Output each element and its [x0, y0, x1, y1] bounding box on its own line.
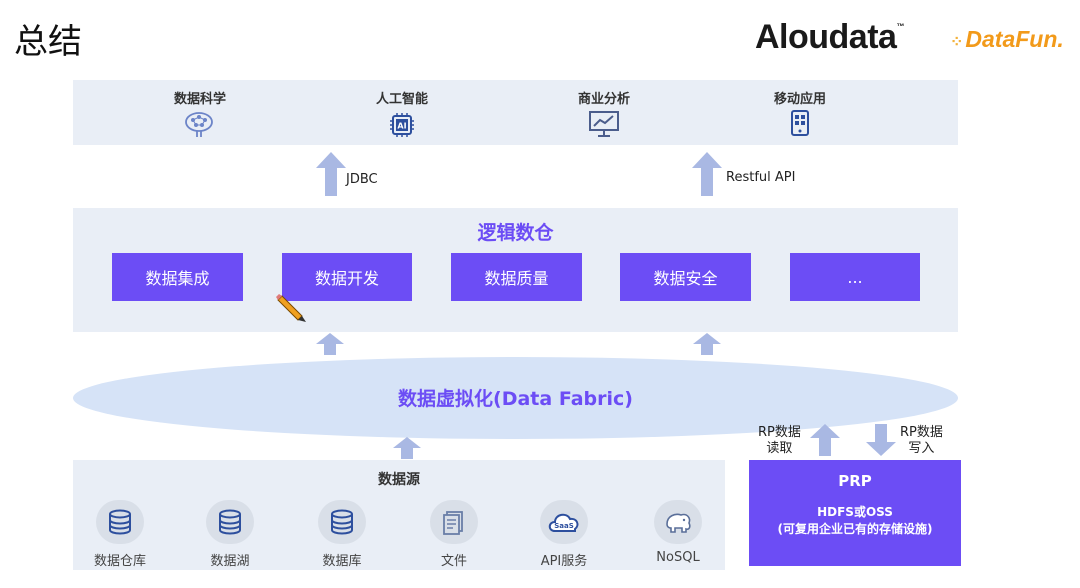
- source-label: 数据湖: [210, 554, 250, 569]
- application-panel: [73, 80, 958, 145]
- datafun-logo-text: DataFun.: [965, 26, 1064, 52]
- pencil-cursor-icon: [276, 294, 306, 322]
- aloudata-tm: ™: [896, 22, 904, 31]
- module-data-security: 数据安全: [620, 253, 751, 301]
- sources-to-fabric-arrow-icon: [393, 437, 421, 459]
- source-label: 文件: [440, 554, 467, 569]
- mobile-app-icon: [791, 110, 809, 136]
- prp-storage-note: (可复用企业已有的存储设施): [777, 522, 933, 536]
- chart-monitor-icon: [589, 111, 619, 137]
- prp-title: PRP: [838, 472, 872, 490]
- data-sources-title: 数据源: [378, 472, 420, 488]
- source-database: 数据库: [302, 500, 382, 569]
- data-fabric-ellipse: [73, 357, 958, 439]
- svg-text:AI: AI: [397, 122, 406, 131]
- app-label-data-science: 数据科学: [173, 92, 226, 107]
- rp-read-line2: 读取: [766, 441, 793, 456]
- brain-network-icon: [185, 112, 213, 137]
- hadoop-elephant-icon: [654, 500, 702, 544]
- source-label: 数据库: [322, 554, 362, 569]
- prp-storage: HDFS或OSS: [817, 505, 893, 519]
- database-icon: [318, 500, 366, 544]
- app-label-ai: 人工智能: [375, 92, 428, 107]
- rp-write-line1: RP数据: [900, 425, 943, 440]
- source-data-warehouse: 数据仓库: [80, 500, 160, 569]
- logical-warehouse-title: 逻辑数仓: [477, 222, 554, 244]
- module-data-development: 数据开发: [282, 253, 412, 301]
- rp-write-label: RP数据 写入: [900, 425, 943, 457]
- module-more: ...: [790, 253, 920, 301]
- aloudata-logo-text: Aloudata: [755, 18, 897, 56]
- rp-write-line2: 写入: [908, 441, 935, 456]
- svg-text:SaaS: SaaS: [554, 522, 574, 530]
- data-sources-panel: [73, 460, 725, 570]
- restful-up-arrow-icon: [692, 152, 722, 196]
- source-label: API服务: [540, 554, 588, 569]
- rp-read-up-arrow-icon: [810, 424, 840, 456]
- datafun-dots-icon: ⁘: [950, 34, 964, 51]
- app-label-business-analysis: 商业分析: [577, 92, 630, 107]
- restful-api-label: Restful API: [726, 170, 796, 185]
- saas-cloud-icon: SaaS: [540, 500, 588, 544]
- rp-write-down-arrow-icon: [866, 424, 896, 456]
- page-title: 总结: [14, 22, 82, 62]
- ai-chip-icon: AI: [390, 113, 414, 137]
- jdbc-label: JDBC: [346, 172, 378, 187]
- file-icon: [430, 500, 478, 544]
- module-data-integration: 数据集成: [112, 253, 243, 301]
- aloudata-logo: Aloudata™: [755, 18, 904, 57]
- source-api-service: SaaS API服务: [524, 500, 604, 569]
- source-nosql: NoSQL: [638, 500, 718, 565]
- app-label-mobile: 移动应用: [773, 92, 826, 107]
- source-label: NoSQL: [656, 550, 700, 565]
- source-file: 文件: [414, 500, 494, 569]
- module-data-quality: 数据质量: [451, 253, 582, 301]
- datafun-logo: ⁘DataFun.: [950, 26, 1064, 53]
- prp-box: [749, 460, 961, 566]
- rp-read-label: RP数据 读取: [758, 425, 801, 457]
- jdbc-up-arrow-icon: [316, 152, 346, 196]
- fabric-to-logical-arrow-right-icon: [693, 333, 721, 355]
- database-icon: [206, 500, 254, 544]
- fabric-to-logical-arrow-left-icon: [316, 333, 344, 355]
- rp-read-line1: RP数据: [758, 425, 801, 440]
- data-fabric-label: 数据虚拟化(Data Fabric): [398, 388, 633, 410]
- source-data-lake: 数据湖: [190, 500, 270, 569]
- source-label: 数据仓库: [93, 554, 146, 569]
- database-icon: [96, 500, 144, 544]
